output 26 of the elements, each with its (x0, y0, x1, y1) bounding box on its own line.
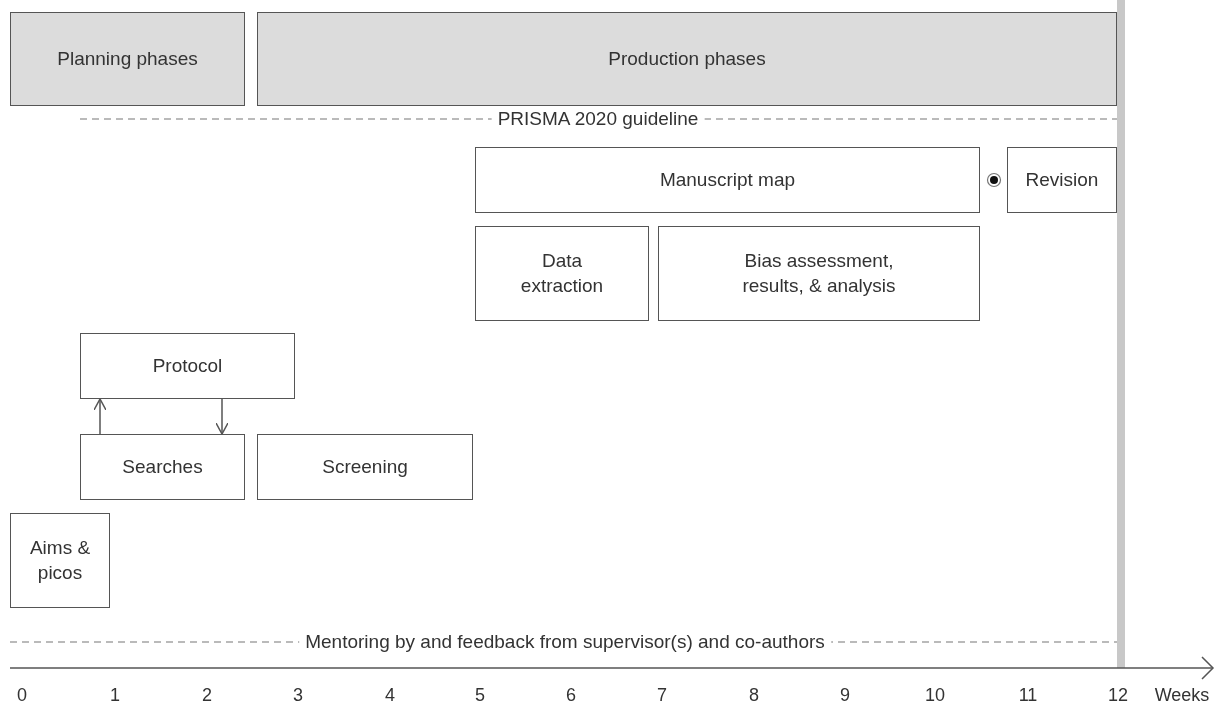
tick-label: 1 (110, 685, 120, 706)
task-box: Screening (257, 434, 473, 500)
tick-label: 5 (475, 685, 485, 706)
phase-bar: Production phases (257, 12, 1117, 106)
tick-label: 3 (293, 685, 303, 706)
tick-label: 6 (566, 685, 576, 706)
arrow (215, 398, 229, 435)
task-box: Manuscript map (475, 147, 980, 213)
tick-label: 7 (657, 685, 667, 706)
phase-bar: Planning phases (10, 12, 245, 106)
task-box: Revision (1007, 147, 1117, 213)
tick-label: 12 (1108, 685, 1128, 706)
tick-label: 11 (1018, 685, 1038, 706)
task-box: Protocol (80, 333, 295, 399)
tick-label: 10 (925, 685, 945, 706)
tick-label: 9 (840, 685, 850, 706)
tick-label: 4 (385, 685, 395, 706)
axis-label: Weeks (1154, 685, 1210, 706)
task-box: Aims & picos (10, 513, 110, 608)
tick-label: 2 (202, 685, 212, 706)
arrow (93, 398, 107, 435)
task-box: Bias assessment, results, & analysis (658, 226, 980, 321)
tick-label: 8 (749, 685, 759, 706)
tick-label: 0 (17, 685, 27, 706)
task-box: Searches (80, 434, 245, 500)
task-box: Data extraction (475, 226, 649, 321)
